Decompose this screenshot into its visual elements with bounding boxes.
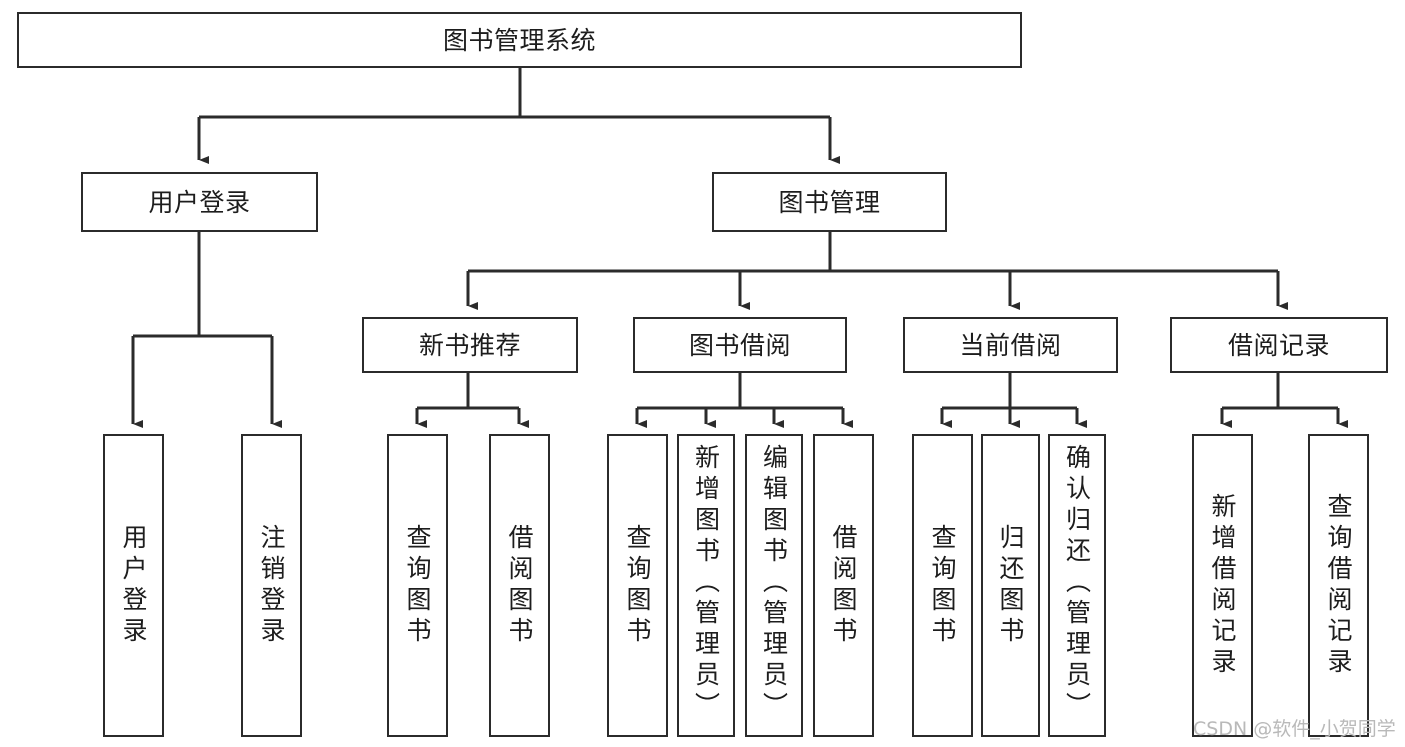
node-leaf-user-login[interactable]: 用户登录 [103, 434, 164, 737]
node-leaf-confirm-return-admin[interactable]: 确认归还（管理员） [1048, 434, 1106, 737]
node-leaf-query-book-1[interactable]: 查询图书 [387, 434, 448, 737]
node-root-label: 图书管理系统 [442, 25, 596, 55]
node-leaf-query-book-2[interactable]: 查询图书 [607, 434, 668, 737]
node-leaf-borrow-book-1[interactable]: 借阅图书 [489, 434, 550, 737]
node-leaf-user-login-label: 用户登录 [119, 523, 148, 648]
node-leaf-borrow-book-2[interactable]: 借阅图书 [813, 434, 874, 737]
node-leaf-add-book-admin[interactable]: 新增图书（管理员） [677, 434, 735, 737]
node-leaf-return-book[interactable]: 归还图书 [981, 434, 1040, 737]
node-user-login[interactable]: 用户登录 [81, 172, 318, 232]
node-leaf-add-borrow-record[interactable]: 新增借阅记录 [1192, 434, 1253, 737]
node-current-borrow[interactable]: 当前借阅 [903, 317, 1118, 373]
node-leaf-logout-login[interactable]: 注销登录 [241, 434, 302, 737]
node-leaf-borrow-book-2-label: 借阅图书 [829, 523, 858, 648]
node-borrow-record[interactable]: 借阅记录 [1170, 317, 1388, 373]
node-leaf-confirm-return-admin-label: 确认归还（管理员） [1062, 444, 1092, 723]
node-leaf-query-book-3-label: 查询图书 [928, 523, 957, 648]
node-leaf-edit-book-admin-label: 编辑图书（管理员） [759, 444, 789, 723]
node-book-manage-label: 图书管理 [778, 187, 881, 217]
node-new-book-recommend[interactable]: 新书推荐 [362, 317, 578, 373]
node-leaf-query-book-3[interactable]: 查询图书 [912, 434, 973, 737]
node-book-manage[interactable]: 图书管理 [712, 172, 947, 232]
node-root[interactable]: 图书管理系统 [17, 12, 1022, 68]
node-leaf-logout-login-label: 注销登录 [257, 523, 286, 648]
node-book-borrow-label: 图书借阅 [688, 330, 791, 360]
node-leaf-borrow-book-1-label: 借阅图书 [505, 523, 534, 648]
node-leaf-query-book-1-label: 查询图书 [403, 523, 432, 648]
node-leaf-query-borrow-record-label: 查询借阅记录 [1324, 492, 1353, 679]
node-current-borrow-label: 当前借阅 [959, 330, 1062, 360]
node-new-book-recommend-label: 新书推荐 [418, 330, 521, 360]
node-leaf-edit-book-admin[interactable]: 编辑图书（管理员） [745, 434, 803, 737]
node-leaf-query-borrow-record[interactable]: 查询借阅记录 [1308, 434, 1369, 737]
node-leaf-return-book-label: 归还图书 [996, 523, 1025, 648]
node-borrow-record-label: 借阅记录 [1227, 330, 1330, 360]
node-leaf-query-book-2-label: 查询图书 [623, 523, 652, 648]
node-user-login-label: 用户登录 [148, 187, 251, 217]
node-leaf-add-borrow-record-label: 新增借阅记录 [1208, 492, 1237, 679]
node-book-borrow[interactable]: 图书借阅 [633, 317, 847, 373]
node-leaf-add-book-admin-label: 新增图书（管理员） [691, 444, 721, 723]
